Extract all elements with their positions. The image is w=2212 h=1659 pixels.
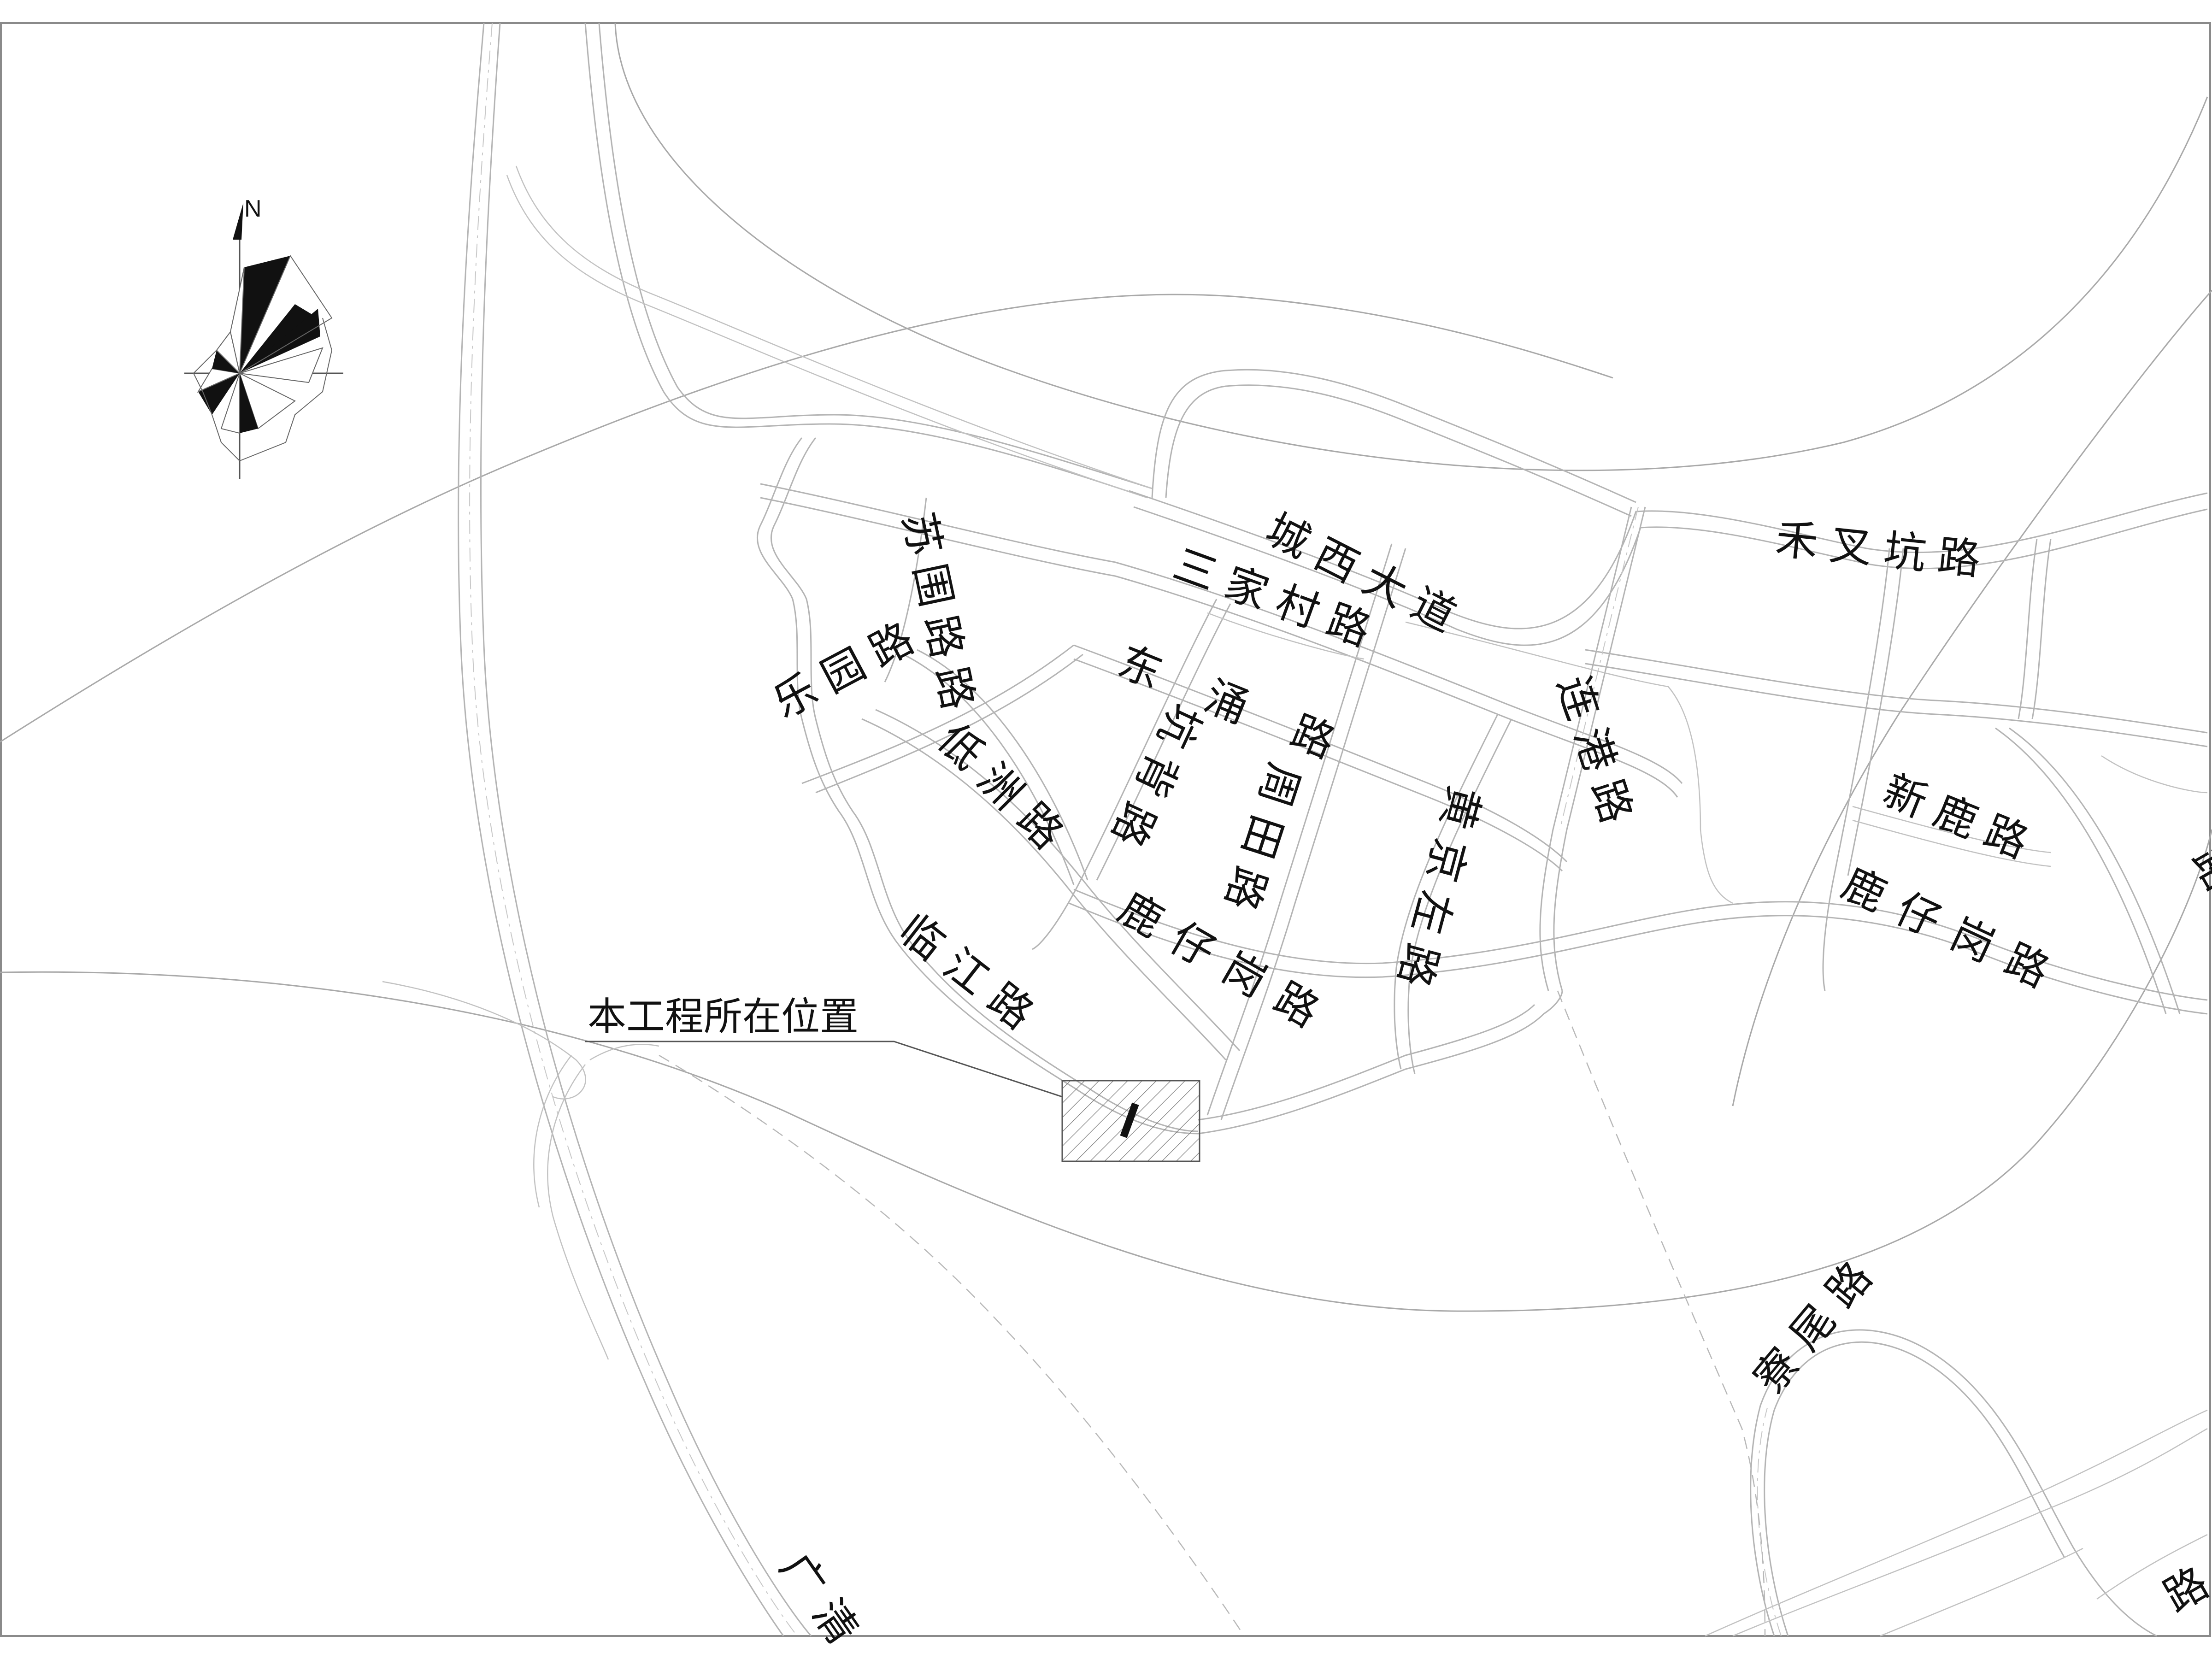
road-label-kengbei-lu: 坑背路 xyxy=(1097,696,1211,865)
river-lines xyxy=(0,23,2212,1312)
road-label-leyuan-lu: 乐园路 xyxy=(765,608,932,728)
north-arrow: N xyxy=(184,195,343,479)
road-label-huangjing-zuo-lu: 黄京左路 xyxy=(1386,781,1490,1004)
map-frame xyxy=(0,22,2211,1637)
road-label-hechakeng-lu: 禾叉坑路 xyxy=(1773,514,1995,586)
road-label-zhoutian-lu: 周田路 xyxy=(1212,757,1309,928)
road-labels: 城西大道 禾叉坑路 苏围路路 三家村路 乐园路 东涌路 坑背路 低洲路 周田路 … xyxy=(765,504,2212,1659)
road-label-liaowei-lu: 寮尾路 xyxy=(1744,1242,1890,1403)
road-label-guangqing: 广清 xyxy=(771,1544,876,1659)
road-label-liangang-lu: 连港路 xyxy=(1548,670,1645,841)
wind-rose xyxy=(193,254,333,461)
site-marker-bar xyxy=(1120,1102,1139,1138)
road-label-linjiang-lu: 临江路 xyxy=(890,905,1053,1047)
site-leader-line xyxy=(585,1041,1063,1098)
north-label: N xyxy=(244,195,262,222)
road-label-luzaigang-lu-east: 鹿仔岗路 xyxy=(1835,859,2073,1005)
project-site: 本工程所在位置 xyxy=(585,994,1200,1162)
road-label-xinlu-lu: 新鹿路 xyxy=(1877,765,2046,872)
road-label-dizhou-lu: 低洲路 xyxy=(928,714,1082,868)
urban-roads xyxy=(756,369,2208,1637)
site-location-label: 本工程所在位置 xyxy=(588,994,859,1039)
expressway xyxy=(382,23,1153,1636)
road-label-southeast-edge: 路 xyxy=(2156,1558,2212,1622)
north-arrow-head xyxy=(233,203,243,240)
planned-roads xyxy=(659,990,1766,1636)
